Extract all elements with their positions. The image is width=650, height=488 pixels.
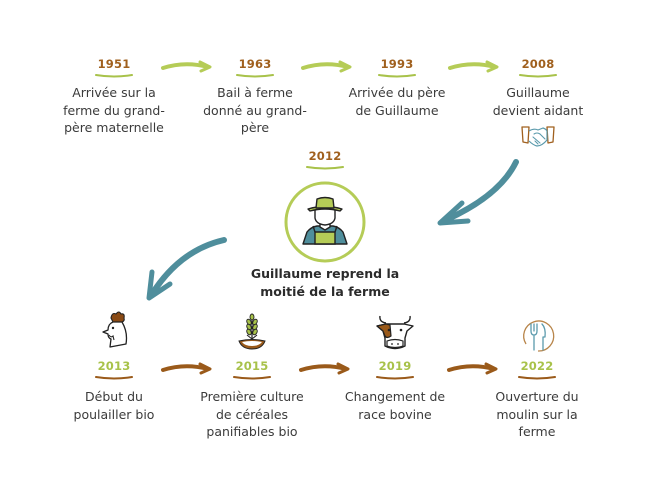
- event-1993: 1993 Arrivée du père de Guillaume: [337, 57, 457, 119]
- year-underline: [306, 166, 344, 170]
- event-1963: 1963 Bail à ferme donné au grand- père: [195, 57, 315, 137]
- event-label: Bail à ferme donné au grand- père: [203, 85, 307, 135]
- event-year: 2019: [378, 359, 412, 373]
- year-underline: [518, 376, 556, 380]
- center-event-label: Guillaume reprend la moitié de la ferme: [250, 266, 400, 299]
- teal-curved-arrow-icon: [146, 237, 227, 301]
- event-year: 1993: [380, 57, 414, 71]
- rooster-icon: [102, 311, 128, 348]
- event-2019: 2019 Changement de race bovine: [335, 359, 455, 423]
- handshake-icon: [521, 126, 555, 147]
- year-underline: [378, 74, 416, 78]
- year-underline: [519, 74, 557, 78]
- cow-icon: [376, 315, 414, 350]
- farmer-icon: [284, 181, 366, 263]
- year-underline: [95, 74, 133, 78]
- event-year: 2012: [308, 149, 342, 163]
- event-label: Arrivée du père de Guillaume: [348, 85, 446, 118]
- event-label: Première culture de céréales panifiables…: [200, 389, 304, 439]
- event-1951: 1951 Arrivée sur la ferme du grand- père…: [54, 57, 174, 137]
- event-label: Ouverture du moulin sur la ferme: [495, 389, 579, 439]
- event-year: 1963: [238, 57, 272, 71]
- event-2008: 2008 Guillaume devient aidant: [478, 57, 598, 119]
- brown-arrow-icon: [447, 362, 498, 375]
- event-2022: 2022 Ouverture du moulin sur la ferme: [477, 359, 597, 441]
- event-year: 1951: [97, 57, 131, 71]
- event-year: 2015: [235, 359, 269, 373]
- event-label: Changement de race bovine: [344, 389, 446, 422]
- wheat-sprout-icon: [238, 313, 266, 350]
- year-underline: [236, 74, 274, 78]
- brown-arrow-icon: [299, 362, 350, 375]
- event-label: Début du poulailler bio: [73, 389, 155, 422]
- brown-arrow-icon: [161, 362, 212, 375]
- event-2013: 2013 Début du poulailler bio: [54, 359, 174, 423]
- event-label: Arrivée sur la ferme du grand- père mate…: [63, 85, 165, 135]
- event-year: 2008: [521, 57, 555, 71]
- year-underline: [233, 376, 271, 380]
- event-2015: 2015 Première culture de céréales panifi…: [192, 359, 312, 441]
- year-underline: [95, 376, 133, 380]
- green-arrow-icon: [301, 60, 352, 73]
- teal-curved-arrow-icon: [437, 159, 519, 226]
- green-arrow-icon: [161, 60, 212, 73]
- event-label: Guillaume devient aidant: [492, 85, 584, 118]
- event-year: 2013: [97, 359, 131, 373]
- fork-knife-plate-icon: [523, 320, 555, 352]
- event-year: 2022: [520, 359, 554, 373]
- year-underline: [376, 376, 414, 380]
- event-2012: 2012: [265, 149, 385, 170]
- green-arrow-icon: [448, 60, 499, 73]
